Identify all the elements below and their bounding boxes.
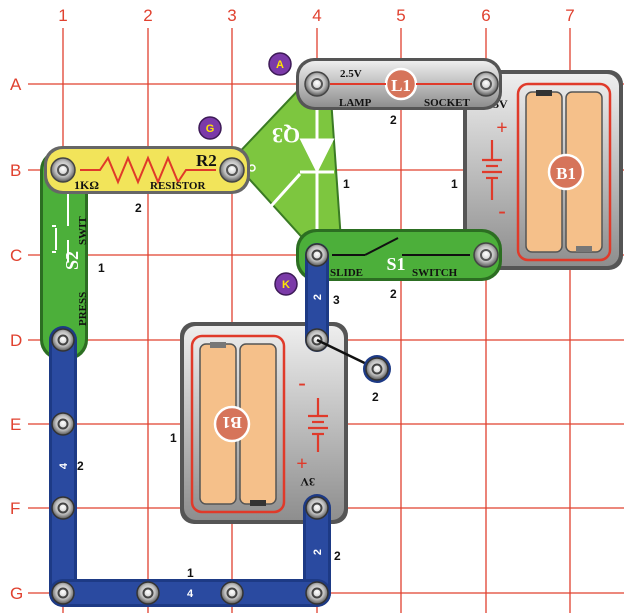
slide-switch-text-right: SWITCH — [412, 267, 458, 279]
grid-col-label: 3 — [227, 6, 236, 25]
grid-row-label: F — [10, 499, 20, 518]
snap-wire-left-vertical[interactable]: 4 — [49, 326, 77, 607]
jumper-wire-d4[interactable]: 1 — [316, 338, 398, 383]
battery-center-plus: + — [296, 453, 307, 475]
anode-pin-label: A — [276, 59, 284, 71]
grid-row-label: C — [10, 246, 22, 265]
battery-top-label: B1 — [556, 164, 576, 183]
lamp-label: L1 — [391, 76, 411, 95]
scr-symbol-icon — [241, 96, 335, 232]
resistor-value: 1KΩ — [74, 178, 99, 192]
battery-top-level: 1 — [451, 177, 458, 191]
lamp-socket-l1[interactable]: L1 2.5V LAMP SOCKET — [296, 58, 502, 110]
grid-row-labels: A B C D E F G — [10, 75, 23, 603]
grid-row-label: B — [10, 161, 21, 180]
pin-badge-anode: A — [268, 52, 292, 76]
wire-f4-g4-level: 2 — [334, 549, 341, 563]
snap-wire-f4-g4[interactable]: 2 — [303, 494, 331, 607]
battery-center-label: B1 — [222, 413, 242, 432]
grid-col-label: 2 — [143, 6, 152, 25]
battery-center-level: 1 — [170, 431, 177, 445]
grid-col-label: 7 — [565, 6, 574, 25]
press-switch-text-left: PRESS — [77, 292, 89, 326]
pin-badge-cathode: K — [274, 272, 298, 296]
pin-badge-gate: G — [198, 116, 222, 140]
wire-left-level: 2 — [77, 459, 84, 473]
resistor-r2[interactable]: R2 1KΩ RESISTOR — [44, 146, 250, 194]
battery-top-plus: + — [496, 117, 507, 139]
lamp-text-left: LAMP — [339, 97, 372, 109]
resistor-text: RESISTOR — [150, 180, 206, 192]
grid-col-label: 1 — [58, 6, 67, 25]
wire-count: 2 — [312, 549, 324, 555]
jumper-count: 1 — [392, 365, 398, 376]
wire-count: 4 — [187, 588, 194, 600]
press-switch-level: 1 — [98, 261, 105, 275]
grid-row-label: E — [10, 415, 21, 434]
press-switch-text-right: SWIT — [77, 216, 89, 245]
battery-top-minus: - — [498, 198, 505, 223]
scr-level: 1 — [343, 177, 350, 191]
grid-col-label: 6 — [481, 6, 490, 25]
lamp-level: 2 — [390, 113, 397, 127]
lamp-text-right: SOCKET — [424, 97, 471, 109]
grid-column-labels: 1 2 3 4 5 6 7 — [58, 6, 574, 25]
wire-c4-d4-level: 3 — [333, 293, 340, 307]
grid-row-label: A — [10, 75, 22, 94]
lamp-voltage: 2.5V — [340, 68, 362, 80]
slide-switch-s1[interactable]: S1 SLIDE SWITCH — [296, 229, 502, 281]
battery-holder-center[interactable]: B1 3V + - — [180, 322, 348, 524]
battery-holder-top[interactable]: B1 3V + - — [463, 70, 623, 270]
grid-col-label: 4 — [312, 6, 321, 25]
press-switch-symbol-icon — [52, 190, 69, 262]
slide-switch-symbol-icon — [332, 237, 470, 256]
battery-symbol-icon — [308, 398, 328, 452]
slide-switch-level: 2 — [390, 287, 397, 301]
slide-switch-label: S1 — [386, 254, 405, 274]
press-switch-label: S2 — [62, 251, 82, 270]
gate-pin-label: G — [206, 123, 215, 135]
battery-center-voltage: 3V — [300, 475, 315, 489]
press-switch-s2[interactable]: S2 PRESS SWIT — [40, 150, 89, 360]
wire-count: 2 — [312, 294, 324, 300]
snap-wire-c4-d4[interactable]: 2 — [305, 243, 329, 352]
jumper-level: 2 — [372, 390, 379, 404]
grid-col-label: 5 — [396, 6, 405, 25]
battery-center-minus: - — [298, 370, 305, 395]
resistor-level: 2 — [135, 201, 142, 215]
grid-row-label: G — [10, 584, 23, 603]
scr-label: Q3 — [272, 123, 300, 148]
snap-wire-bottom[interactable]: 4 — [49, 579, 331, 607]
grid-row-label: D — [10, 331, 22, 350]
resistor-label: R2 — [196, 151, 217, 170]
wire-bottom-level: 1 — [187, 566, 194, 580]
cathode-pin-label: K — [282, 279, 290, 291]
wire-count: 4 — [58, 462, 70, 469]
slide-switch-text-left: SLIDE — [330, 267, 363, 279]
battery-symbol-icon — [482, 140, 502, 200]
